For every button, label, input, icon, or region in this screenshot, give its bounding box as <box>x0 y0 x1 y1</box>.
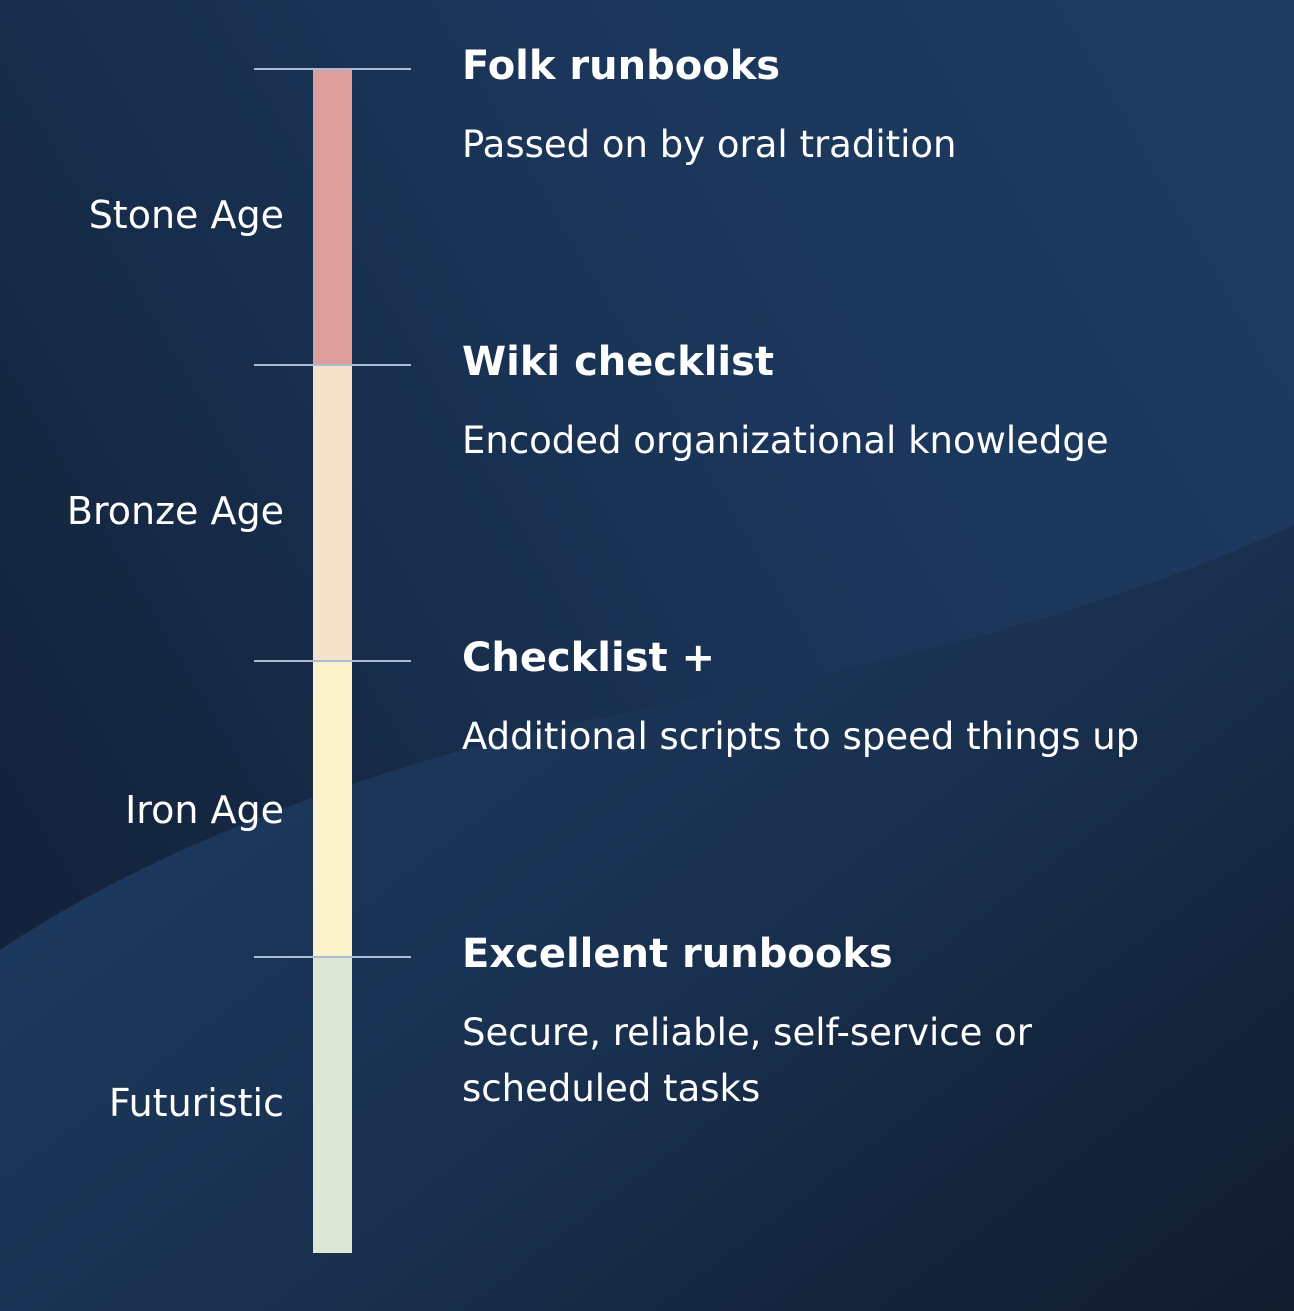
stage-title-wiki-checklist: Wiki checklist <box>462 339 775 385</box>
stage-tick-line <box>254 68 411 70</box>
age-label-stone: Stone Age <box>88 193 284 237</box>
stage-description-excellent-runbooks: Secure, reliable, self-service or schedu… <box>462 1011 1032 1110</box>
age-label-iron: Iron Age <box>125 788 284 832</box>
era-bar-segment-iron <box>313 661 352 957</box>
stage-description-checklist-plus: Additional scripts to speed things up <box>462 715 1140 758</box>
era-bar-segment-futuristic <box>313 957 352 1253</box>
stage-tick-line <box>254 660 411 662</box>
stage-title-folk-runbooks: Folk runbooks <box>462 43 781 89</box>
age-label-futuristic: Futuristic <box>108 1081 284 1125</box>
stage-tick-line <box>254 364 411 366</box>
era-bar-segment-stone <box>313 69 352 365</box>
stage-title-checklist-plus: Checklist + <box>462 635 716 681</box>
stage-description-folk-runbooks: Passed on by oral tradition <box>462 123 957 166</box>
stage-title-excellent-runbooks: Excellent runbooks <box>462 931 893 977</box>
era-bar-segment-bronze <box>313 365 352 661</box>
stage-tick-line <box>254 956 411 958</box>
age-label-bronze: Bronze Age <box>66 489 284 533</box>
stage-description-wiki-checklist: Encoded organizational knowledge <box>462 419 1109 462</box>
